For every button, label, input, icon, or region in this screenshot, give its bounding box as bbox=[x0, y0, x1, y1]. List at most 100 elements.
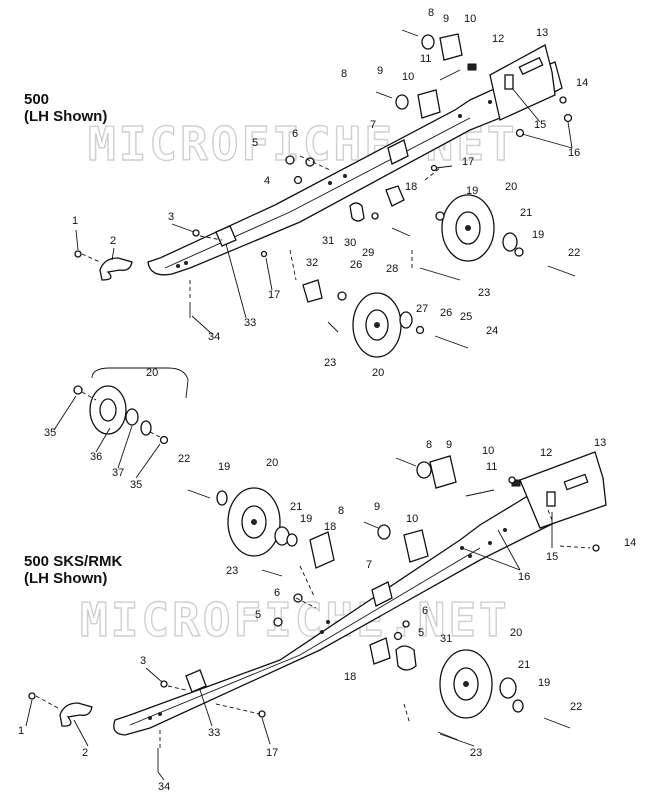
callout-11: 11 bbox=[420, 53, 431, 65]
callout-33: 33 bbox=[244, 317, 256, 329]
bottom-title-model: 500 SKS/RMK bbox=[24, 553, 123, 570]
bottom-bracket-33 bbox=[185, 669, 207, 693]
callout-17a: 17 bbox=[462, 156, 474, 168]
bottom-bracket-18-lower bbox=[369, 637, 391, 665]
bottom-block-10-lower bbox=[403, 529, 429, 563]
callout-30: 30 bbox=[344, 237, 356, 249]
callout-14: 14 bbox=[576, 77, 588, 89]
top-wheel-lower bbox=[352, 292, 402, 358]
callout-19c: 19 bbox=[538, 677, 550, 689]
top-leader-lines bbox=[75, 87, 573, 335]
top-bolts bbox=[189, 29, 576, 349]
callout-37: 37 bbox=[112, 467, 124, 479]
callout-1: 1 bbox=[18, 725, 24, 737]
callout-5: 5 bbox=[252, 137, 258, 149]
bottom-bushing-21-right bbox=[499, 677, 517, 699]
top-rail-tip-2 bbox=[99, 257, 133, 281]
watermark-bottom: MICROFICHE.NET bbox=[80, 593, 510, 647]
top-wheel-upper bbox=[441, 194, 495, 262]
callout-5a: 5 bbox=[255, 609, 261, 621]
bottom-washer-9-upper bbox=[416, 461, 432, 479]
callout-8a: 8 bbox=[428, 7, 434, 19]
callout-21b: 21 bbox=[518, 659, 530, 671]
bottom-wheel-left bbox=[227, 487, 281, 557]
callout-16: 16 bbox=[518, 571, 530, 583]
callout-9b: 9 bbox=[377, 65, 383, 77]
bottom-diagram: 500 SKS/RMK (LH Shown) bbox=[18, 367, 636, 793]
callout-11: 11 bbox=[486, 461, 497, 473]
callout-25: 25 bbox=[460, 311, 472, 323]
callout-35b: 35 bbox=[130, 479, 142, 491]
callout-20b: 20 bbox=[266, 457, 278, 469]
callout-9a: 9 bbox=[446, 439, 452, 451]
callout-13: 13 bbox=[536, 27, 548, 39]
top-rear-bracket bbox=[489, 44, 556, 121]
callout-8b: 8 bbox=[341, 68, 347, 80]
bottom-washer-19-right bbox=[512, 699, 524, 713]
top-bracket-33 bbox=[215, 225, 237, 247]
top-bushing-21 bbox=[502, 232, 518, 252]
callout-3: 3 bbox=[168, 211, 174, 223]
callout-16: 16 bbox=[568, 147, 580, 159]
callout-19a: 19 bbox=[466, 185, 478, 197]
callout-7: 7 bbox=[370, 119, 376, 131]
bottom-leader-lines bbox=[25, 395, 553, 781]
callout-20b: 20 bbox=[372, 367, 384, 379]
top-bracket-7 bbox=[387, 139, 409, 165]
callout-18a: 18 bbox=[324, 521, 336, 533]
callout-9b: 9 bbox=[374, 501, 380, 513]
callout-10a: 10 bbox=[464, 13, 476, 25]
callout-4: 4 bbox=[264, 175, 270, 187]
callout-19b: 19 bbox=[300, 513, 312, 525]
bottom-bracket-7 bbox=[371, 581, 393, 607]
bottom-hardware bbox=[28, 476, 600, 718]
callout-14: 14 bbox=[624, 537, 636, 549]
callout-2: 2 bbox=[82, 747, 88, 759]
callout-8b: 8 bbox=[338, 505, 344, 517]
callout-6b: 6 bbox=[422, 605, 428, 617]
callout-23b: 23 bbox=[324, 357, 336, 369]
bottom-bracket-18-upper bbox=[309, 531, 335, 569]
callout-26b: 26 bbox=[440, 307, 452, 319]
callout-1: 1 bbox=[72, 215, 78, 227]
callout-21: 21 bbox=[520, 207, 532, 219]
callout-15: 15 bbox=[546, 551, 558, 563]
callout-19a: 19 bbox=[218, 461, 230, 473]
bottom-kit-wheel bbox=[73, 385, 169, 445]
top-callouts: 1 2 3 4 5 6 7 8 8 9 9 10 10 11 12 13 14 … bbox=[72, 7, 588, 379]
bottom-rear-bracket bbox=[519, 451, 607, 529]
callout-29: 29 bbox=[362, 247, 374, 259]
callout-17: 17 bbox=[266, 747, 278, 759]
callout-24: 24 bbox=[486, 325, 498, 337]
callout-20a: 20 bbox=[505, 181, 517, 193]
callout-23a: 23 bbox=[226, 565, 238, 577]
callout-31: 31 bbox=[322, 235, 334, 247]
callout-17b: 17 bbox=[268, 289, 280, 301]
top-diagram: 500 (LH Shown) bbox=[24, 7, 588, 379]
callout-18b: 18 bbox=[344, 671, 356, 683]
callout-6: 6 bbox=[292, 128, 298, 140]
top-bracket-32 bbox=[302, 279, 323, 303]
callout-2: 2 bbox=[110, 235, 116, 247]
callout-31: 31 bbox=[440, 633, 452, 645]
callout-22: 22 bbox=[568, 247, 580, 259]
callout-7: 7 bbox=[366, 559, 372, 571]
top-title-model: 500 bbox=[24, 91, 49, 108]
callout-6a: 6 bbox=[274, 587, 280, 599]
top-title-note: (LH Shown) bbox=[24, 108, 107, 125]
bottom-kit-bracket bbox=[91, 367, 189, 399]
callout-10b: 10 bbox=[406, 513, 418, 525]
top-alignment-lines bbox=[81, 155, 441, 300]
bottom-washer-19-left bbox=[286, 533, 298, 547]
top-bushing-27 bbox=[399, 311, 413, 329]
callout-22a: 22 bbox=[178, 453, 190, 465]
callout-34: 34 bbox=[158, 781, 170, 793]
callout-23b: 23 bbox=[470, 747, 482, 759]
callout-12: 12 bbox=[540, 447, 552, 459]
bottom-washer-19-far bbox=[216, 490, 228, 506]
bottom-rail-tip-2 bbox=[59, 702, 93, 727]
callout-27: 27 bbox=[416, 303, 428, 315]
top-slide-rail bbox=[147, 61, 563, 276]
callout-8a: 8 bbox=[426, 439, 432, 451]
top-bracket-18 bbox=[385, 185, 405, 207]
